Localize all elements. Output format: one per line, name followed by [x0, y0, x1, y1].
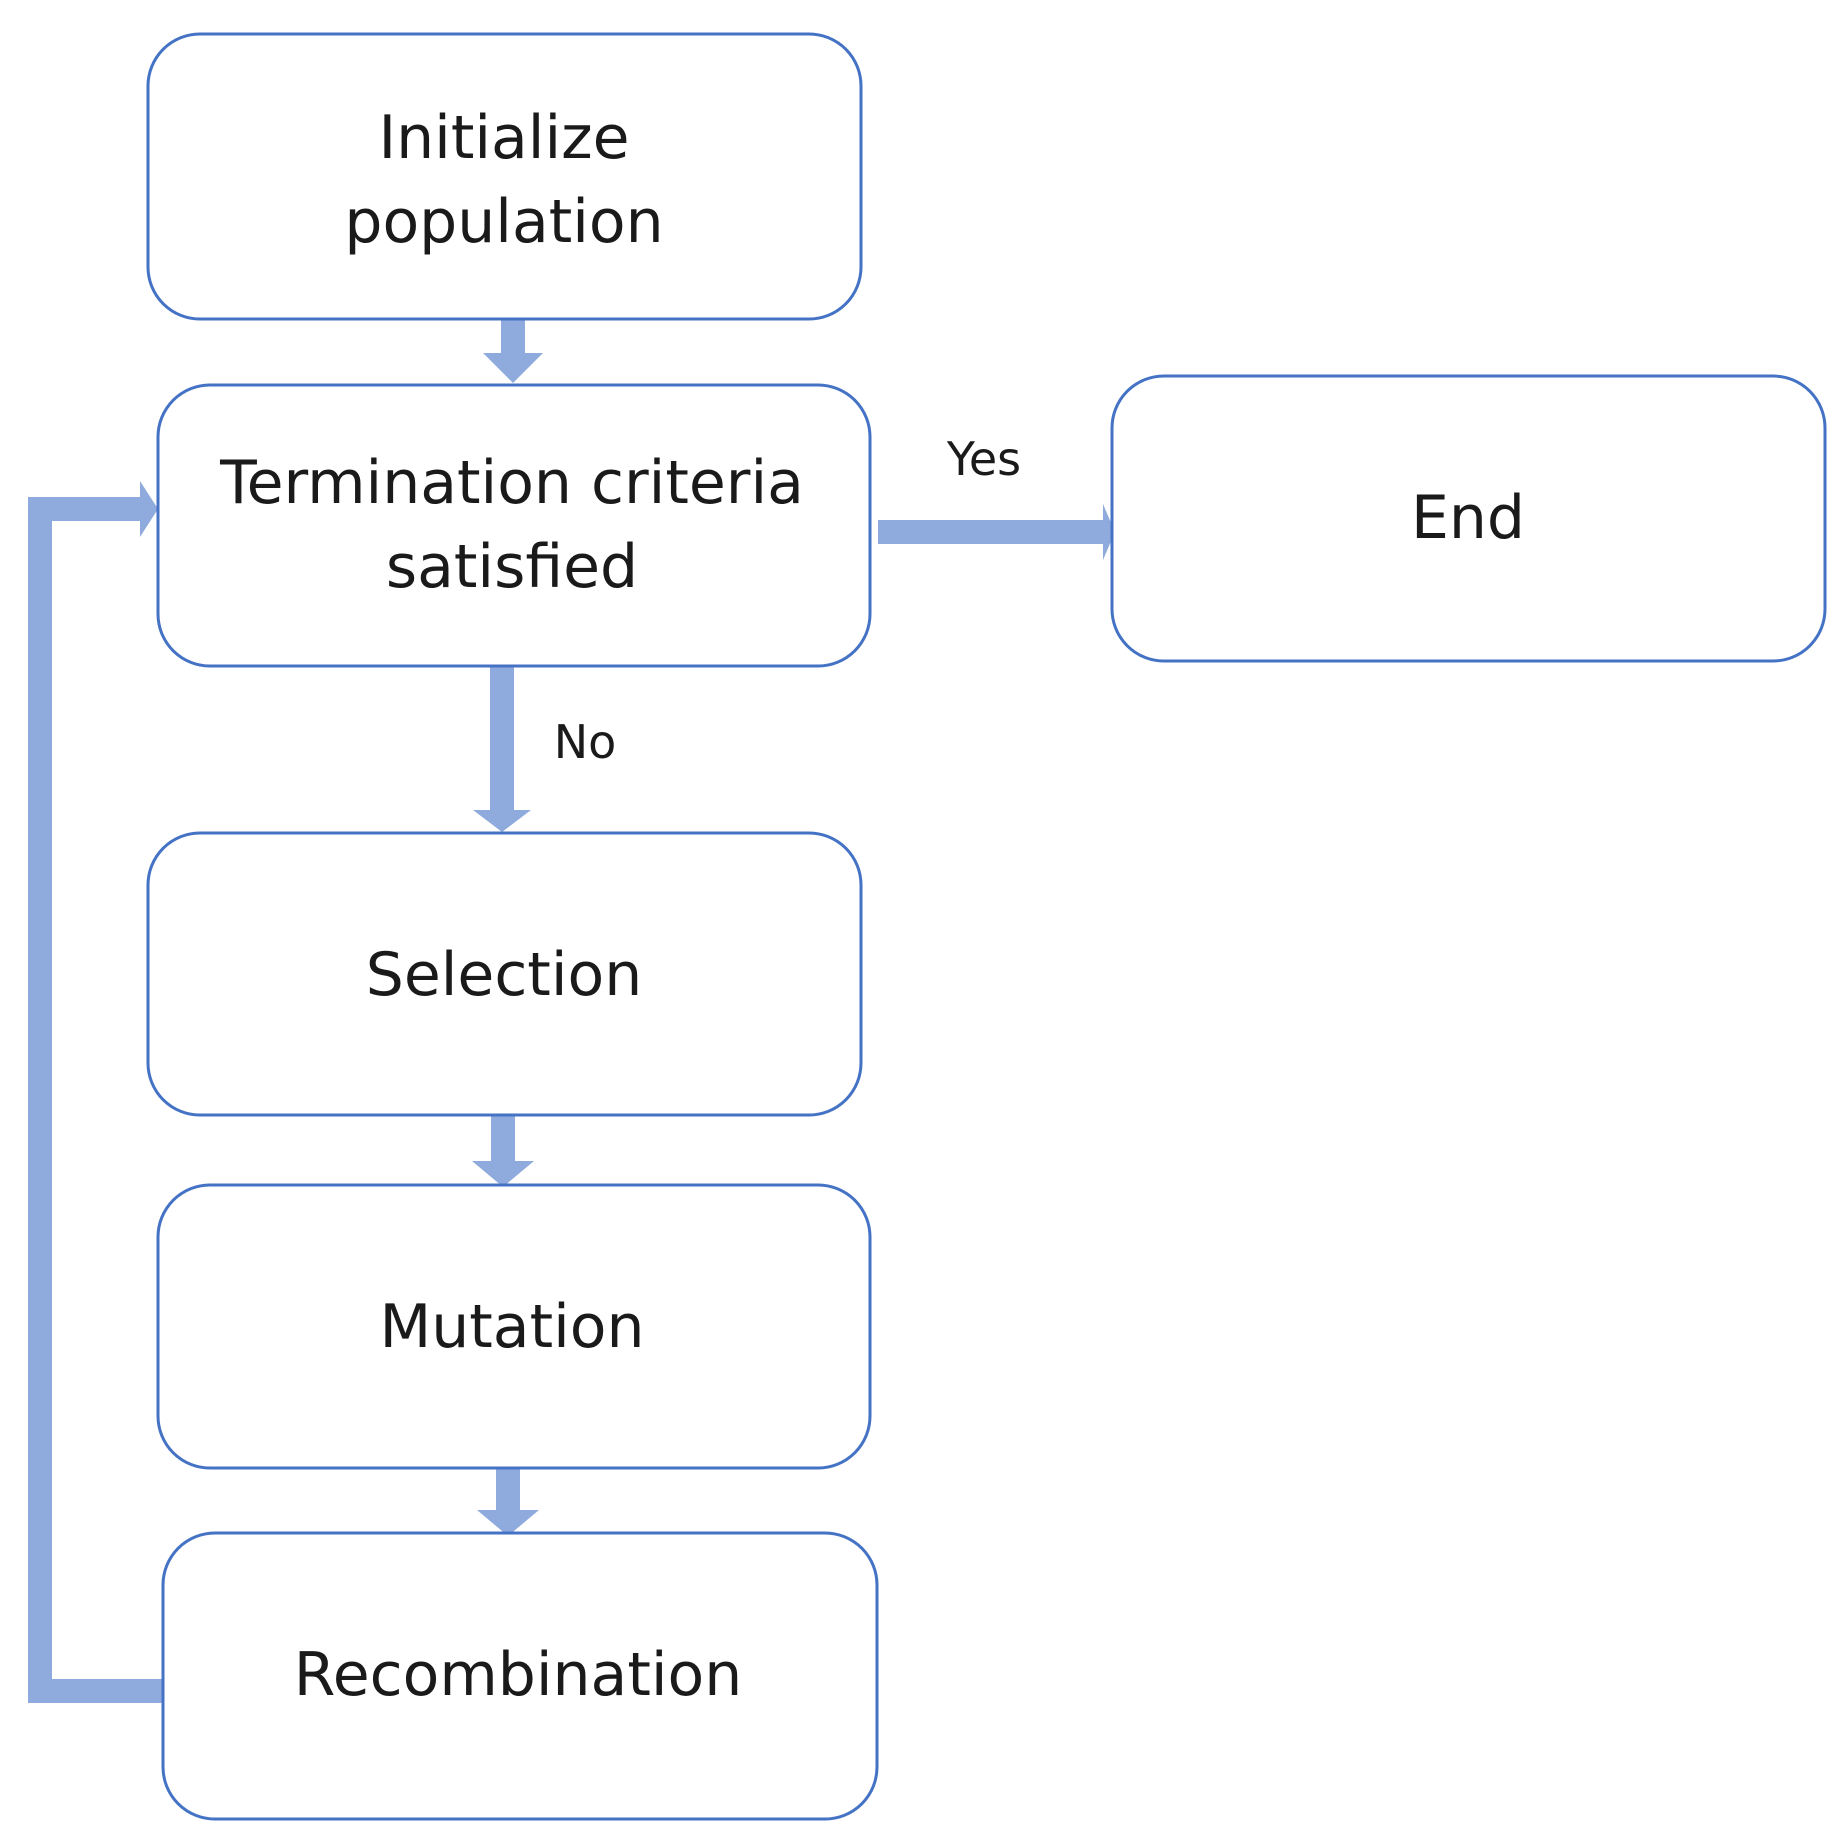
node-mutation-label: Mutation	[379, 1292, 644, 1362]
node-termination-label-line2: satisfied	[386, 532, 638, 602]
node-end-label: End	[1411, 483, 1525, 553]
node-recombination-label: Recombination	[294, 1640, 743, 1710]
node-selection: Selection	[146, 831, 863, 1117]
node-mutation: Mutation	[156, 1183, 872, 1470]
node-initialize-label-line1: Initialize	[378, 103, 629, 173]
arrow-recombination-to-termination-loop	[28, 481, 164, 1703]
node-initialize-label-line2: population	[344, 187, 663, 257]
node-recombination: Recombination	[161, 1531, 879, 1821]
node-termination-criteria: Termination criteria satisfied	[156, 383, 872, 668]
node-end: End	[1110, 374, 1827, 663]
arrow-selection-to-mutation	[472, 1113, 534, 1187]
node-selection-label: Selection	[366, 940, 643, 1010]
arrow-termination-to-selection	[473, 664, 531, 832]
edge-label-no: No	[554, 715, 617, 769]
node-termination-label-line1: Termination criteria	[219, 448, 804, 518]
arrow-mutation-to-recombination	[477, 1466, 539, 1536]
node-initialize-population: Initialize population	[146, 32, 863, 321]
edge-label-yes: Yes	[946, 432, 1021, 486]
arrow-initialize-to-termination	[483, 313, 543, 383]
arrow-termination-to-end	[878, 504, 1115, 560]
